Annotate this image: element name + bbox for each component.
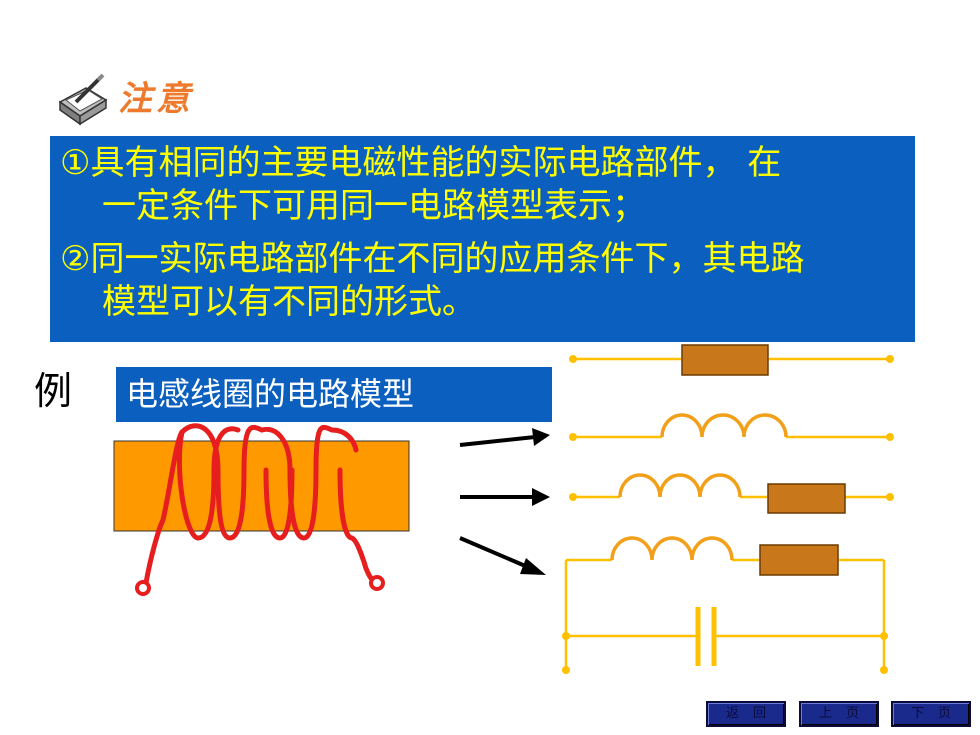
coil-core <box>113 440 410 532</box>
arrows <box>459 428 550 575</box>
note-box: ①具有相同的主要电磁性能的实际电路部件， 在 一定条件下可用同一电路模型表示； … <box>50 136 915 342</box>
note-line-1: ①具有相同的主要电磁性能的实际电路部件， 在 <box>60 143 782 183</box>
model-rlc <box>562 536 888 674</box>
model-resistor <box>569 344 894 376</box>
caption-box: 电感线圈的电路模型 <box>116 367 552 422</box>
example-label: 例 <box>34 369 73 413</box>
coil-terminal-left <box>135 580 151 596</box>
note-line-4: 模型可以有不同的形式。 <box>102 282 476 322</box>
coil-winding <box>143 423 377 586</box>
model-inductor <box>569 413 894 441</box>
coil-terminal-right <box>369 575 385 591</box>
prev-page-button[interactable]: 上页 <box>799 701 879 727</box>
note-line-2: 一定条件下可用同一电路模型表示； <box>102 186 646 226</box>
back-button[interactable]: 返回 <box>706 701 786 727</box>
model-inductor-resistor <box>569 473 894 514</box>
note-title: 注意 <box>118 79 194 119</box>
next-page-button[interactable]: 下页 <box>891 701 971 727</box>
note-line-3: ②同一实际电路部件在不同的应用条件下，其电路 <box>60 239 805 279</box>
note-book-icon <box>58 73 108 126</box>
